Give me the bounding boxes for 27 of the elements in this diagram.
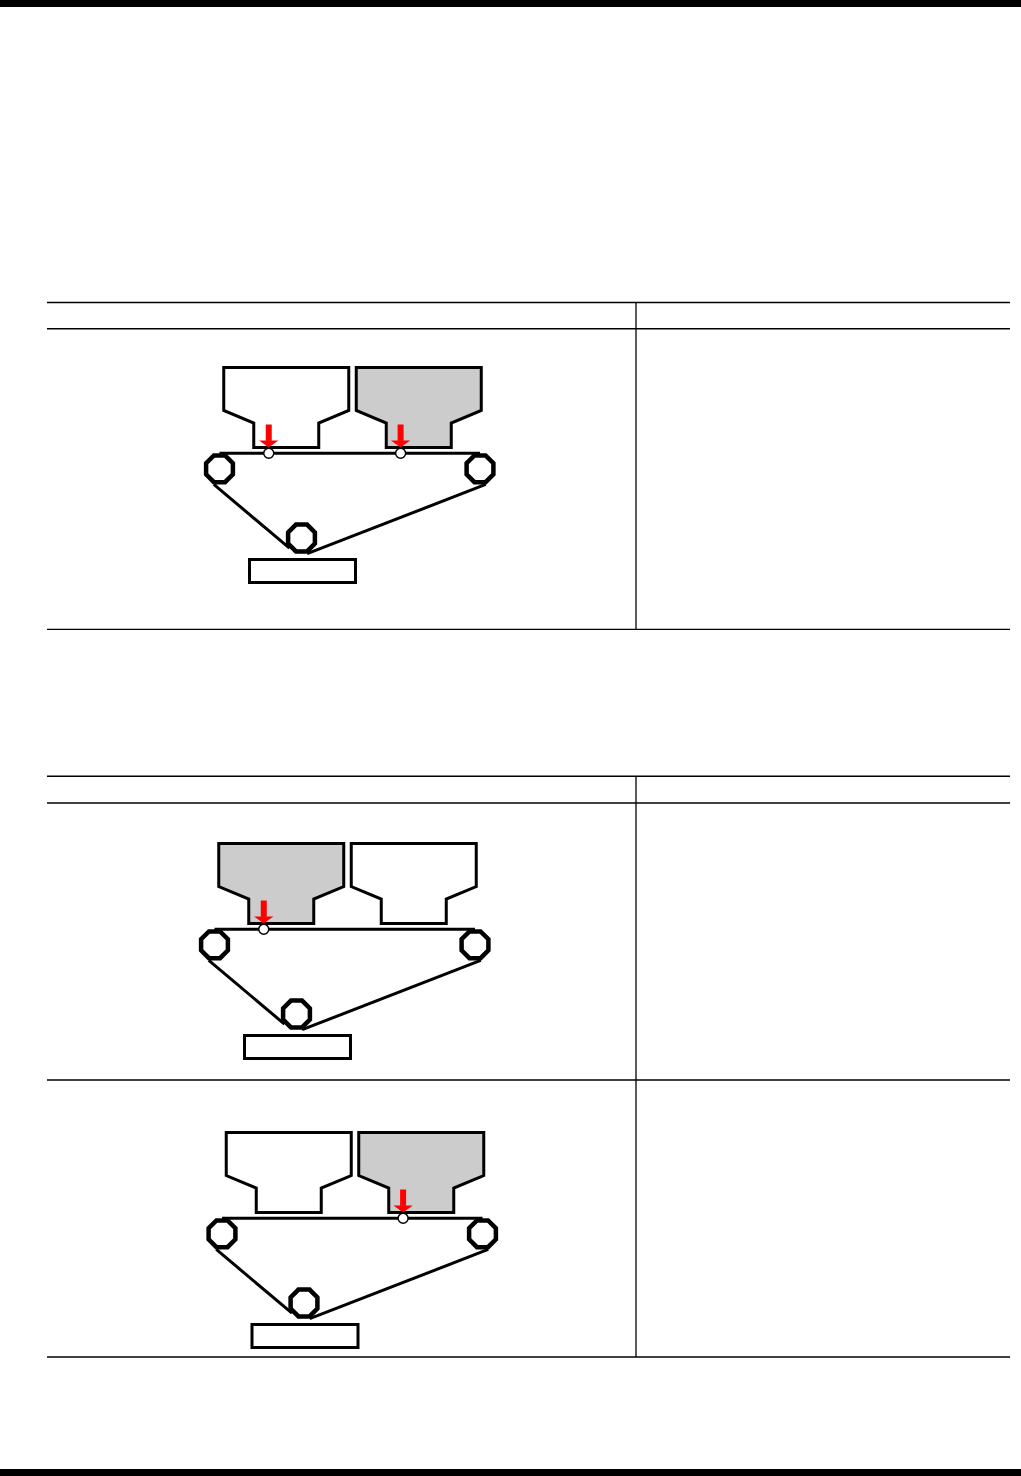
belt-line (301, 959, 482, 1032)
empty-box (243, 1034, 352, 1060)
belt-line (215, 1248, 293, 1315)
pulley (198, 929, 231, 961)
pulley (203, 453, 236, 485)
belt-line (207, 959, 286, 1026)
hopper (349, 842, 478, 925)
belt-line (219, 451, 480, 455)
empty-box (248, 558, 357, 584)
hopper (357, 1131, 486, 1214)
empty-box (250, 1323, 360, 1349)
belt-line (222, 1216, 483, 1220)
pulley (288, 1287, 320, 1319)
belt-line (214, 927, 475, 931)
belt-line (306, 483, 487, 556)
pulley (459, 929, 491, 961)
hopper (217, 842, 346, 925)
pulley (466, 1218, 499, 1250)
pulley (464, 453, 496, 485)
belt-line (212, 483, 291, 550)
belt-line (309, 1248, 489, 1321)
hopper (354, 366, 483, 449)
hopper (224, 1131, 353, 1214)
pulley (280, 998, 313, 1030)
hopper (222, 366, 351, 449)
pulley (285, 522, 318, 554)
pulley (206, 1218, 238, 1250)
